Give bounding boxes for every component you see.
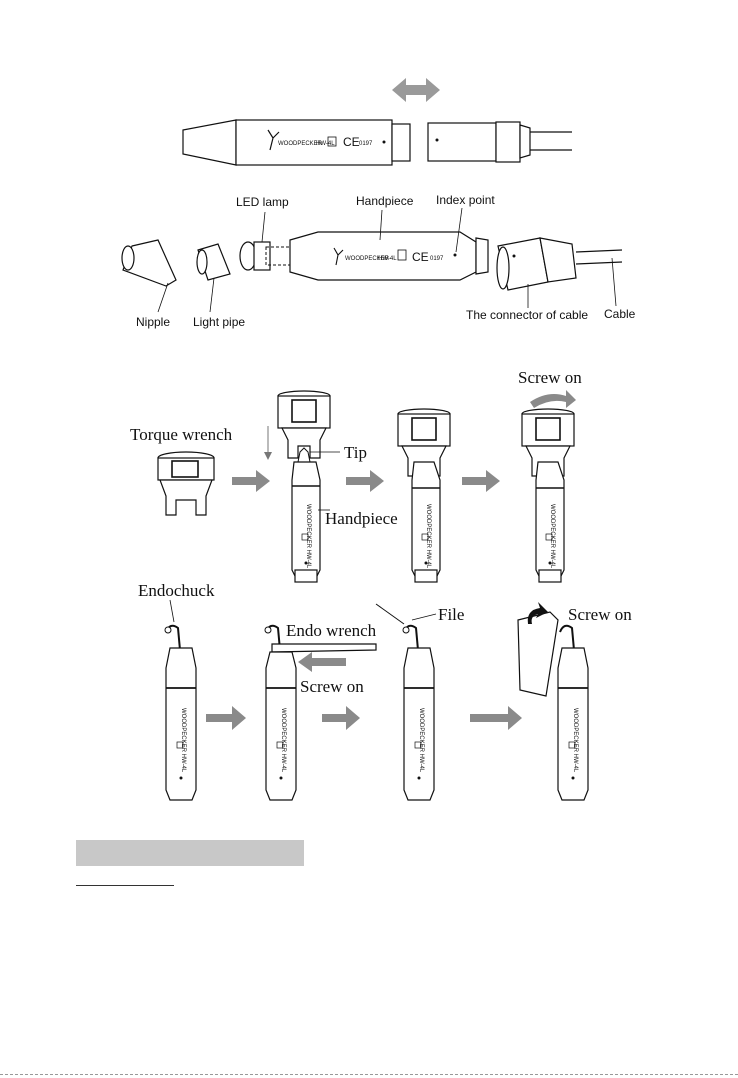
endo-wrench-label: Endo wrench (286, 621, 377, 640)
handpiece-wrench-engaged: WOODPECKER HW-4L (397, 408, 451, 583)
brand-text: WOODPECKER (278, 141, 323, 147)
handpiece-with-file: WOODPECKER HW-4L (375, 603, 437, 801)
ce-mark: CE (412, 250, 429, 264)
handpiece-endochuck-1: WOODPECKER HW-4L (164, 624, 197, 801)
screw-on-label-3: Screw on (568, 605, 632, 624)
model-text: HW-4L (316, 141, 335, 147)
ce-number: 0197 (359, 141, 373, 147)
handpiece-endo-wrench: WOODPECKER HW-4L (264, 624, 377, 801)
tip-label: Tip (344, 443, 367, 462)
handpiece-exploded: WOODPECKER HW-4L CE 0197 (239, 207, 489, 281)
ce-mark: CE (343, 135, 360, 149)
handpiece-side-view: WOODPECKER HW-4L CE 0197 (182, 119, 411, 166)
page-bottom-border (0, 1074, 738, 1075)
double-arrow-icon (392, 78, 440, 102)
manual-icon (327, 136, 337, 147)
woodpecker-logo-icon (333, 247, 344, 266)
rotate-arrow-icon (530, 390, 576, 408)
svg-text:WOODPECKER HW-4L: WOODPECKER HW-4L (418, 708, 424, 773)
torque-wrench-standalone (157, 451, 215, 516)
svg-text:WOODPECKER HW-4L: WOODPECKER HW-4L (180, 708, 186, 773)
handpiece-wrench-rotated: WOODPECKER HW-4L (517, 602, 589, 801)
screw-on-label-2: Screw on (300, 677, 364, 696)
nipple-part (121, 239, 177, 313)
handpiece-with-wrench-above: WOODPECKER HW-4L (264, 390, 340, 583)
torque-wrench-label: Torque wrench (130, 425, 233, 444)
rotate-arrow-icon (527, 602, 548, 624)
cable-connector-side-view (427, 121, 572, 163)
led-lamp-label: LED lamp (236, 195, 289, 209)
slide-arrow-icon (298, 652, 346, 672)
model-text: HW-4L (378, 256, 397, 262)
svg-text:WOODPECKER HW-4L: WOODPECKER HW-4L (280, 708, 286, 773)
connector-label: The connector of cable (466, 308, 588, 322)
file-label: File (438, 605, 464, 624)
step-arrows-row1 (232, 470, 500, 492)
section-heading-bar (76, 840, 304, 866)
endo-wrench-part (271, 643, 377, 653)
step-arrows-row2 (206, 706, 522, 730)
svg-text:WOODPECKER HW-4L: WOODPECKER HW-4L (572, 708, 578, 773)
cable-connector-part (496, 237, 623, 308)
index-point-label: Index point (436, 193, 495, 207)
brand-text: WOODPECKER (345, 256, 390, 262)
subheading-underline (76, 885, 174, 886)
handpiece-label: Handpiece (356, 194, 414, 208)
handpiece-step-label: Handpiece (325, 509, 398, 528)
light-pipe-part (196, 243, 231, 313)
cable-label: Cable (604, 307, 636, 321)
endochuck-label: Endochuck (138, 581, 215, 600)
woodpecker-logo-icon (267, 129, 280, 151)
ce-number: 0197 (430, 256, 444, 262)
handpiece-wrench-screw: WOODPECKER HW-4L (521, 390, 576, 583)
light-pipe-label: Light pipe (193, 315, 245, 329)
nipple-label: Nipple (136, 315, 170, 329)
screw-on-label-1: Screw on (518, 368, 582, 387)
led-lamp-part (253, 241, 271, 271)
index-dot (382, 140, 386, 144)
